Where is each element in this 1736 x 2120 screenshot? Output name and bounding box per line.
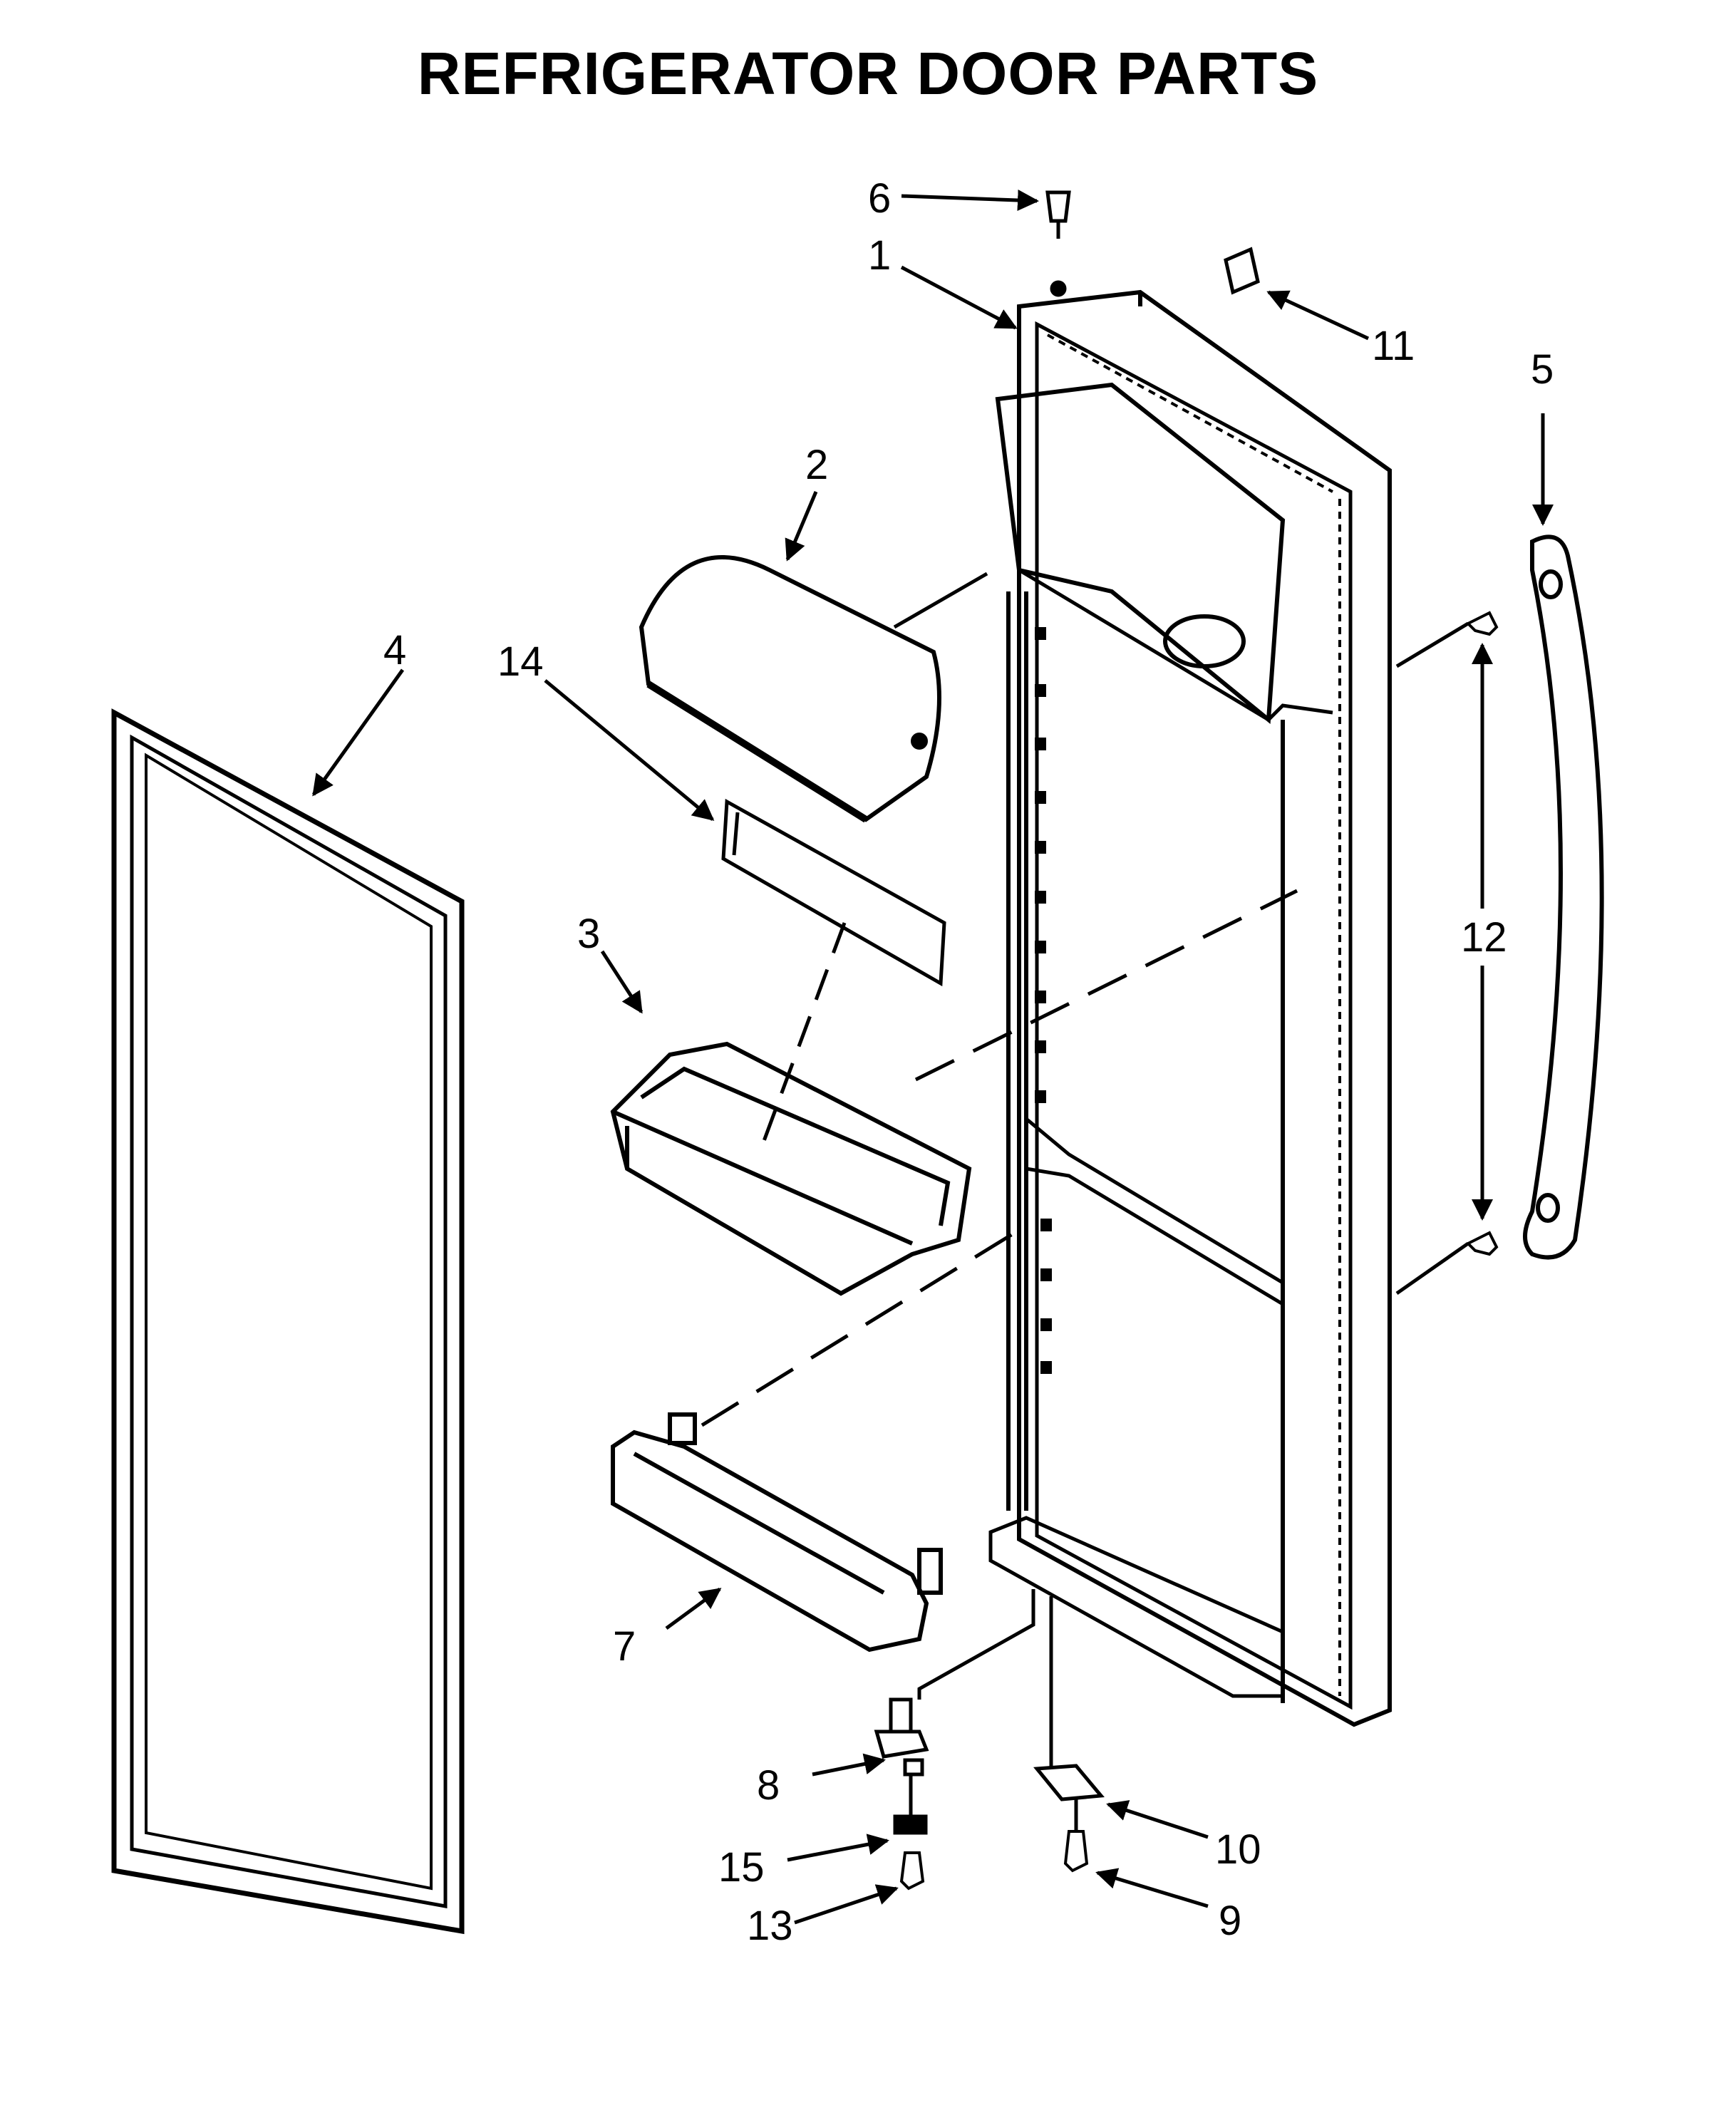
- callout-labels: 1 2 3 4 5 6 7 8 9 10 11 12 13 14 15: [383, 175, 1554, 1949]
- lower-door-bin-part: [611, 1412, 943, 1653]
- bottom-hinge-part: [874, 1697, 929, 1777]
- assembly-lines: [701, 572, 1469, 1831]
- liner-boss-icons: [1035, 627, 1052, 1374]
- callout-7: 7: [613, 1623, 636, 1670]
- page-title: REFRIGERATOR DOOR PARTS: [417, 40, 1319, 107]
- label-part: [1224, 247, 1260, 295]
- handle-screw-parts: [1465, 611, 1499, 1256]
- callout-14: 14: [497, 638, 544, 685]
- callout-5: 5: [1531, 346, 1554, 393]
- bin-divider-part: [721, 798, 946, 987]
- callout-4: 4: [383, 627, 406, 673]
- callout-15: 15: [718, 1844, 765, 1891]
- bracket-screw-part: [1063, 1830, 1089, 1873]
- callout-2: 2: [805, 442, 828, 488]
- callout-10: 10: [1215, 1826, 1261, 1873]
- door-gasket-part: [111, 708, 465, 1935]
- callout-12: 12: [1461, 914, 1507, 961]
- callout-11: 11: [1372, 323, 1415, 369]
- door-handle-part: [1523, 534, 1604, 1260]
- hinge-plug-part: [1045, 190, 1071, 297]
- hinge-screw-part: [899, 1851, 925, 1891]
- dairy-cover-part: [639, 555, 941, 823]
- callout-6: 6: [868, 175, 891, 222]
- callout-9: 9: [1219, 1898, 1241, 1944]
- hinge-bushing-part: [893, 1814, 928, 1835]
- hinge-bracket-part: [1033, 1764, 1105, 1801]
- callout-3: 3: [577, 911, 600, 957]
- leader-arrows: [311, 190, 1554, 1925]
- callout-1: 1: [868, 232, 891, 279]
- door-liner-part: [988, 289, 1392, 1727]
- callout-13: 13: [747, 1903, 793, 1949]
- callout-8: 8: [757, 1762, 780, 1809]
- door-bin-part: [610, 1041, 972, 1296]
